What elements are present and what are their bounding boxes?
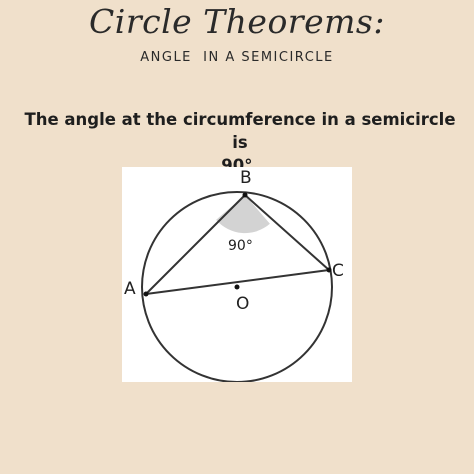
- page-subtitle: ANGLE IN A SEMICIRCLE: [140, 50, 334, 65]
- circle-outline: [141, 191, 333, 382]
- label-c: C: [332, 261, 344, 281]
- chord-bc: [244, 194, 330, 271]
- label-a: A: [124, 279, 136, 299]
- chord-ab: [145, 194, 246, 295]
- theorem-statement-line-1: The angle at the circumference in a semi…: [24, 110, 456, 152]
- point-c-dot: [326, 267, 332, 273]
- centre-o-dot: [234, 284, 240, 290]
- label-b: B: [240, 168, 252, 188]
- point-b-dot: [242, 192, 248, 198]
- page-title: Circle Theorems:: [89, 2, 385, 41]
- point-a-dot: [143, 291, 149, 297]
- angle-label: 90°: [228, 238, 253, 254]
- label-o: O: [236, 294, 249, 314]
- diagram-panel: B A C O 90°: [122, 167, 352, 382]
- angle-sector: [216, 195, 270, 234]
- diameter-ac: [145, 269, 330, 295]
- circle-diagram: B A C O 90°: [124, 168, 344, 382]
